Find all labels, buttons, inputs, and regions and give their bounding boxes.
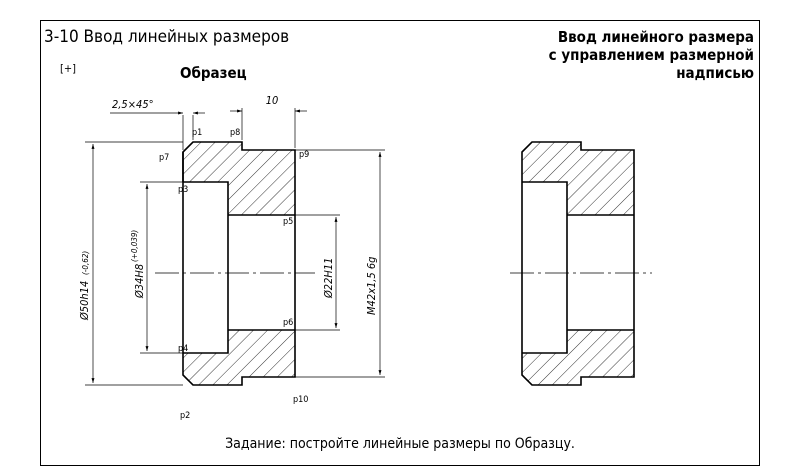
point-p10: p10	[293, 395, 308, 405]
dim-width-text: 10	[266, 94, 279, 107]
dim-thread-text: M42x1,5 6g	[365, 257, 378, 315]
dimension-chamfer: 2,5×45°	[110, 98, 205, 150]
sample-part	[155, 141, 315, 386]
point-p1: p1	[192, 128, 202, 138]
sheet-frame	[40, 20, 760, 466]
point-p7: p7	[159, 153, 169, 163]
target-part	[510, 141, 652, 386]
point-p9: p9	[299, 150, 309, 160]
drawing-sheet: 3-10 Ввод линейных размеров Ввод линейно…	[40, 20, 760, 466]
point-p5: p5	[283, 217, 293, 227]
point-labels: p1 p2 p3 p4 p5 p6 p7 p8 p9 p10	[159, 128, 309, 421]
dim-chamfer-text: 2,5×45°	[112, 98, 154, 111]
dim-dia50-text: Ø50h14	[78, 281, 91, 321]
dimension-dia50: Ø50h14 (-0,62)	[78, 141, 183, 386]
dim-dia50-tol: (-0,62)	[81, 251, 90, 275]
sample-label: Образец	[180, 64, 247, 82]
point-p6: p6	[283, 318, 293, 328]
point-p3: p3	[178, 185, 188, 195]
dim-dia34-text: Ø34H8	[133, 264, 146, 299]
right-heading-line1: Ввод линейного размера	[558, 28, 754, 46]
dim-dia22-text: Ø22H11	[322, 258, 335, 299]
dimension-dia22: Ø22H11	[295, 214, 340, 331]
dimension-width-10: 10	[230, 94, 307, 148]
point-p2: p2	[180, 411, 190, 421]
sheet-title: 3-10 Ввод линейных размеров	[44, 27, 289, 47]
right-heading-line2: с управлением размерной	[549, 46, 754, 64]
dimension-dia34: Ø34H8 (+0,039)	[130, 181, 183, 354]
point-p8: p8	[230, 128, 240, 138]
point-p4: p4	[178, 344, 188, 354]
dimension-thread: M42x1,5 6g	[295, 149, 385, 378]
crosshair-icon: [+]	[60, 62, 76, 75]
right-heading-line3: надписью	[676, 64, 754, 82]
task-text: Задание: постройте линейные размеры по О…	[225, 436, 575, 452]
dim-dia34-tol: (+0,039)	[130, 230, 139, 262]
